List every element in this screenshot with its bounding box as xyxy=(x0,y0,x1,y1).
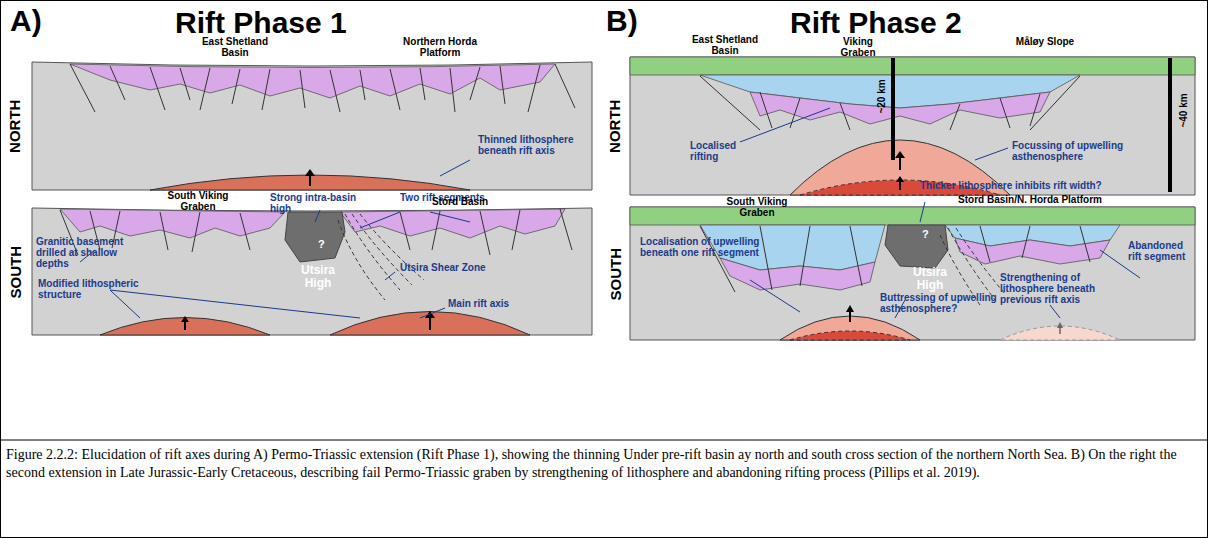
annotation: Utsira Shear Zone xyxy=(400,262,510,273)
structure-name: Utsira High xyxy=(290,264,346,290)
structure-name: Utsira High xyxy=(900,266,960,292)
scale-label: ~40 km xyxy=(1177,93,1188,127)
question-mark: ? xyxy=(922,228,929,240)
place-name: East Shetland Basin xyxy=(200,36,270,58)
section-label: NORTH xyxy=(608,99,625,152)
annotation: Strong intra-basin high xyxy=(270,192,370,214)
section-label: SOUTH xyxy=(8,246,25,299)
panel-title: Rift Phase 1 xyxy=(175,6,347,39)
annotation: Localisation of upwelling beneath one ri… xyxy=(640,236,760,258)
place-name: Stord Basin xyxy=(420,196,500,207)
annotation: Granitic basement drilled at shallow dep… xyxy=(36,236,136,269)
annotation: Thicker lithosphere inhibits rift width? xyxy=(920,180,1140,191)
panel-letter: A) xyxy=(10,4,42,37)
place-name: Måløy Slope xyxy=(1000,36,1090,47)
place-name: Viking Graben xyxy=(830,36,886,58)
annotation: Strengthening of lithosphere beneath pre… xyxy=(1000,272,1130,305)
scale-label: ~20 km xyxy=(875,79,886,113)
annotation: Main rift axis xyxy=(448,298,538,309)
place-name: Stord Basin/N. Horda Platform xyxy=(930,194,1130,205)
annotation: Thinned lithosphere beneath rift axis xyxy=(478,134,588,156)
section-label: SOUTH xyxy=(608,248,625,301)
annotation: Modified lithospheric structure xyxy=(38,278,148,300)
annotation: Buttressing of upwelling asthenosphere? xyxy=(880,292,1020,314)
place-name: Northern Horda Platform xyxy=(390,36,490,58)
figure-caption: Figure 2.2.2: Elucidation of rift axes d… xyxy=(6,446,1200,481)
annotation: Localised rifting xyxy=(690,140,760,162)
place-name: East Shetland Basin xyxy=(690,34,760,56)
place-name: South Viking Graben xyxy=(158,190,238,212)
panel-title: Rift Phase 2 xyxy=(790,6,962,39)
annotation: Focussing of upwelling asthenosphere xyxy=(1012,140,1152,162)
place-name: South Viking Graben xyxy=(712,196,802,218)
annotation: Abandoned rift segment xyxy=(1128,240,1190,262)
section-label: NORTH xyxy=(8,99,25,152)
panel-letter: B) xyxy=(606,4,638,37)
question-mark: ? xyxy=(318,238,325,250)
